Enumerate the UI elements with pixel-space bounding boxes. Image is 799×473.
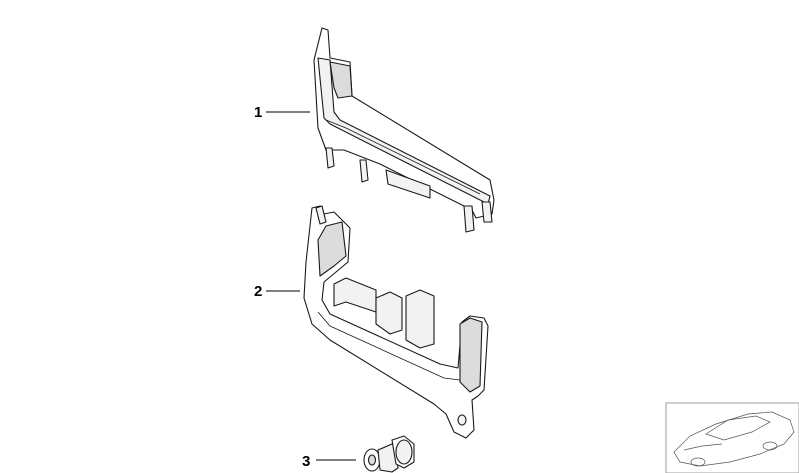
part-2-top-tab <box>315 205 327 225</box>
part-3-clip[interactable] <box>363 435 415 473</box>
part-2-block-c <box>405 289 435 349</box>
vehicle-thumbnail <box>665 402 799 473</box>
part-1-tab-c <box>385 169 431 199</box>
part-2-inner-back <box>317 221 347 277</box>
callout-label-1: 1 <box>254 104 262 121</box>
part-1-edge-line <box>325 119 481 195</box>
part-3-shaft <box>377 443 399 473</box>
callout-2[interactable]: 2 <box>254 283 300 300</box>
car-front-wheel <box>690 457 706 467</box>
part-1-tab-d <box>463 205 475 233</box>
car-rear-wheel <box>762 441 778 451</box>
part-1-tab-a <box>325 147 335 169</box>
part-2-body <box>303 205 489 439</box>
part-1-inner-face <box>329 61 353 99</box>
part-3-head-center <box>367 454 377 466</box>
part-3-tip <box>395 439 413 465</box>
callout-1[interactable]: 1 <box>254 104 310 121</box>
part-2-right-wall <box>459 317 483 393</box>
part-2-bracket[interactable] <box>303 205 489 439</box>
part-1-tab-e <box>481 201 493 223</box>
thumbnail-frame <box>665 402 799 473</box>
car-roof-outline <box>705 415 771 441</box>
part-1-bracket[interactable] <box>313 27 495 233</box>
part-1-tab-b <box>359 159 369 183</box>
car-hood-line <box>683 443 723 451</box>
callout-3[interactable]: 3 <box>302 453 356 470</box>
callout-label-2: 2 <box>254 283 262 300</box>
part-2-mount-hole <box>457 414 467 426</box>
part-2-bottom-edge <box>317 311 461 381</box>
callout-label-3: 3 <box>302 453 310 470</box>
part-2-block-b <box>375 291 403 335</box>
part-2-block-a <box>333 277 377 313</box>
